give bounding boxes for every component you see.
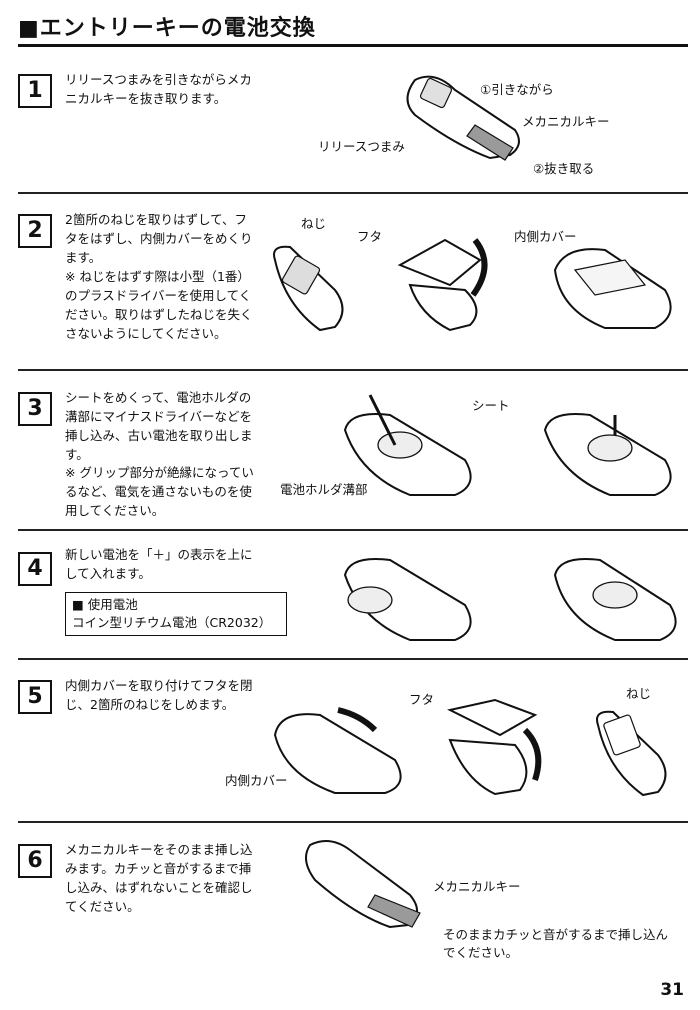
step-1-text: リリースつまみを引きながらメカニカルキーを抜き取ります。 [65, 72, 252, 106]
step-2-label-screw: ねじ [301, 216, 327, 231]
step-3-note: ※ グリップ部分が絶縁になっているなど、電気を通さないものを使用してください。 [65, 465, 254, 518]
step-2-lid-illustration [397, 238, 488, 332]
step-3-label-holder-groove: 電池ホルダ溝部 [280, 482, 368, 497]
step-1-label-remove: ②抜き取る [533, 161, 595, 176]
step-4-number: 4 [18, 552, 52, 586]
separator-1 [18, 192, 688, 194]
battery-spec-title: ■ 使用電池 [72, 597, 138, 612]
step-5-text: 内側カバーを取り付けてフタを閉じ、2箇所のねじをしめます。 [65, 678, 253, 712]
step-3-battery-lift-illustration [543, 413, 672, 496]
step-2-open-key-illustration [273, 245, 344, 332]
step-4-insert-battery-illustration [343, 558, 472, 641]
step-4-text: 新しい電池を「＋」の表示を上にして入れます。 [65, 547, 253, 581]
separator-5 [18, 821, 688, 823]
step-5-label-screw: ねじ [626, 686, 652, 701]
step-5-inner-cover-illustration [273, 707, 402, 794]
step-3-remove-battery-illustration [343, 394, 472, 496]
step-3-text: シートをめくって、電池ホルダの溝部にマイナスドライバーなどを挿し込み、古い電池を… [65, 390, 253, 462]
battery-spec-box: ■ 使用電池 コイン型リチウム電池（CR2032） [65, 592, 287, 636]
step-3-label-sheet: シート [472, 398, 510, 413]
step-1-label-pull: ①引きながら [480, 82, 554, 97]
title-rule [18, 44, 688, 47]
step-4-battery-installed-illustration [553, 558, 677, 641]
step-2-label-inner-cover: 内側カバー [514, 229, 577, 244]
step-5-label-inner-cover: 内側カバー [225, 773, 288, 788]
step-5-closed-key-illustration [596, 710, 667, 797]
step-1-key-illustration [406, 75, 520, 161]
step-1-label-mech-key: メカニカルキー [522, 114, 610, 129]
separator-3 [18, 529, 688, 531]
step-6-text: メカニカルキーをそのまま挿し込みます。カチッと音がするまで挿し込み、はずれないこ… [65, 842, 253, 914]
step-6-insert-key-illustration [305, 840, 421, 929]
step-6-label-mech-key: メカニカルキー [433, 879, 521, 894]
step-6-number: 6 [18, 844, 52, 878]
page-title: ■エントリーキーの電池交換 [18, 16, 316, 41]
step-5-number: 5 [18, 680, 52, 714]
step-2-note: ※ ねじをはずす際は小型（1番）のプラスドライバーを使用してください。取りはずし… [65, 269, 253, 341]
page-number: 31 [660, 980, 684, 1000]
step-5-label-lid: フタ [409, 692, 435, 707]
step-2-number: 2 [18, 214, 52, 248]
step-1-number: 1 [18, 74, 52, 108]
step-2-label-lid: フタ [357, 229, 383, 244]
step-5-lid-illustration [447, 698, 542, 796]
step-6-label-insert: そのままカチッと音がするまで挿し込んでください。 [443, 927, 669, 960]
step-1-label-release-knob: リリースつまみ [318, 139, 405, 154]
step-3-number: 3 [18, 392, 52, 426]
battery-spec-value: コイン型リチウム電池（CR2032） [72, 615, 272, 630]
separator-2 [18, 369, 688, 371]
separator-4 [18, 658, 688, 660]
step-2-text: 2箇所のねじを取りはずして、フタをはずし、内側カバーをめくります。 [65, 212, 253, 265]
step-2-inner-cover-illustration [553, 248, 672, 329]
